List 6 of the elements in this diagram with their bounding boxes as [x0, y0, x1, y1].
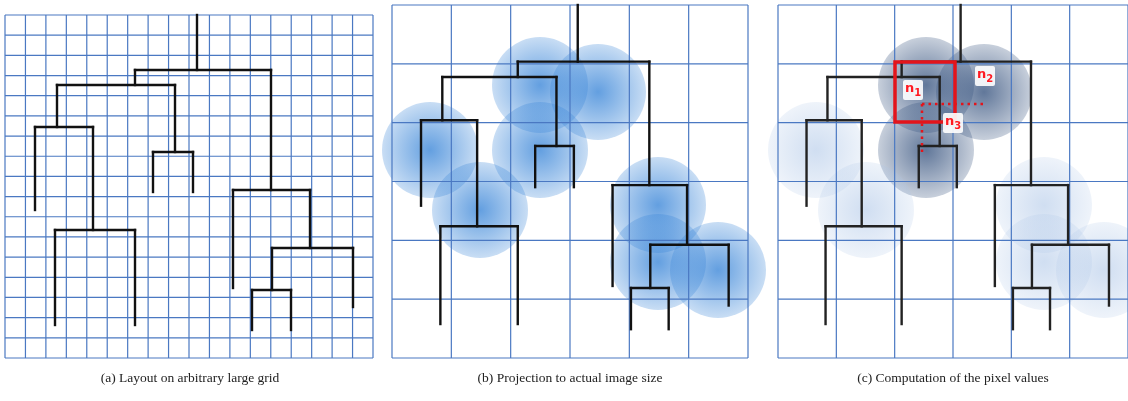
node-label: n$_{2}$: [975, 66, 996, 86]
node-label: n$_{1}$: [903, 80, 924, 100]
panel-caption: (c) Computation of the pixel values: [857, 370, 1049, 386]
node-label: n$_{3}$: [943, 113, 964, 133]
panel-caption: (b) Projection to actual image size: [477, 370, 663, 386]
panel-caption: (a) Layout on arbitrary large grid: [100, 370, 280, 386]
